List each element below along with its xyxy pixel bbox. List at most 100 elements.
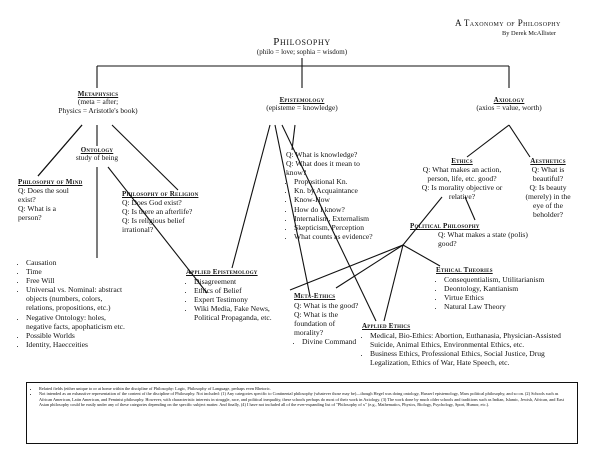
ethics-question-1: Q: What makes an action, bbox=[422, 165, 502, 174]
mind-question-2: exist? bbox=[18, 195, 36, 205]
applied-ethics-node: Applied Ethics Medical, Bio-Ethics: Abor… bbox=[362, 322, 576, 367]
aesthetics-title: Aesthetics bbox=[530, 157, 566, 165]
connector-epist-applied-ethics bbox=[281, 124, 377, 322]
aesthetics-question-2: beautiful? bbox=[532, 174, 564, 184]
footnotes-box: Related fields (either unique to or at h… bbox=[26, 382, 578, 444]
list-item: Virtue Ethics bbox=[444, 293, 576, 302]
list-item: Skepticism, Perception bbox=[294, 223, 386, 232]
religion-question-2: Q: Is there an afterlife? bbox=[122, 207, 193, 217]
footnote-item: Related fields (either unique to or at h… bbox=[39, 386, 571, 391]
list-item: Universal vs. Nominal: abstract objects … bbox=[26, 285, 130, 312]
political-philosophy-title: Political Philosophy bbox=[410, 222, 480, 230]
list-item: Disagreement bbox=[194, 277, 296, 286]
meta-ethics-question-4: morality? bbox=[294, 328, 324, 338]
connector-axiology-aesthetics bbox=[508, 124, 531, 158]
metaphysics-title: Metaphysics bbox=[77, 90, 119, 98]
list-item: Negative Ontology: holes, negative facts… bbox=[26, 313, 130, 331]
mind-question-4: person? bbox=[18, 213, 42, 223]
root-etymology: (philo = love; sophia = wisdom) bbox=[256, 48, 348, 56]
philosophy-of-religion-node: Philosophy of Religion Q: Does God exist… bbox=[122, 190, 198, 234]
meta-ethics-question-3: foundation of bbox=[294, 319, 336, 329]
applied-epistemology-node: Applied Epistemology Disagreement Ethics… bbox=[186, 268, 296, 323]
ethics-question-2: person, life, etc. good? bbox=[427, 174, 497, 184]
list-item: Identity, Haecceities bbox=[26, 340, 130, 349]
list-item: Deontology, Kantianism bbox=[444, 284, 576, 293]
philosophy-of-mind-node: Philosophy of Mind Q: Does the soul exis… bbox=[18, 178, 82, 222]
list-item: Kn. by Acquaintance bbox=[294, 186, 386, 195]
epist-question-2: Q: What does it mean to bbox=[286, 159, 360, 169]
connector-meta-religion bbox=[111, 124, 179, 191]
mind-question-3: Q: What is a bbox=[18, 204, 57, 214]
list-item: Wiki Media, Fake News, Political Propaga… bbox=[194, 304, 296, 322]
list-item: Medical, Bio-Ethics: Abortion, Euthanasi… bbox=[370, 331, 576, 349]
metaphysics-node: Metaphysics (meta = after; Physics = Ari… bbox=[48, 90, 148, 115]
aesthetics-question-6: beholder? bbox=[533, 210, 563, 220]
axiology-node: Axiology (axios = value, worth) bbox=[459, 96, 559, 113]
philosophy-of-religion-title: Philosophy of Religion bbox=[122, 190, 199, 198]
connector-hub-meta-ethics bbox=[335, 244, 404, 289]
philosophy-of-mind-title: Philosophy of Mind bbox=[18, 178, 83, 186]
epistemology-note: (episteme = knowledge) bbox=[266, 103, 338, 112]
ethics-question-3: Q: Is morality objective or bbox=[421, 183, 503, 193]
list-item: Expert Testimony bbox=[194, 295, 296, 304]
axiology-note: (axios = value, worth) bbox=[476, 103, 542, 112]
list-item: Causation bbox=[26, 258, 130, 267]
religion-question-3: Q: Is religious belief bbox=[122, 216, 185, 226]
applied-ethics-title: Applied Ethics bbox=[362, 322, 411, 330]
metaphysics-note-1: (meta = after; bbox=[77, 97, 119, 106]
axiology-title: Axiology bbox=[493, 96, 525, 104]
ethics-title: Ethics bbox=[451, 157, 473, 165]
connector-hub-applied-epist bbox=[289, 244, 404, 291]
political-question: Q: What makes a state (polis) good? bbox=[438, 230, 528, 249]
list-item: Consequentialism, Utilitarianism bbox=[444, 275, 576, 284]
ethical-theories-node: Ethical Theories Consequentialism, Utili… bbox=[436, 266, 576, 311]
metaphysics-note-2: Physics = Aristotle's book) bbox=[58, 105, 138, 115]
meta-ethics-node: Meta-Ethics Q: What is the good? Q: What… bbox=[294, 292, 374, 347]
mind-question-1: Q: Does the soul bbox=[18, 186, 69, 195]
ethical-theories-title: Ethical Theories bbox=[436, 266, 493, 274]
list-item: Free Will bbox=[26, 276, 130, 285]
diagram-title: A Taxonomy of Philosophy bbox=[455, 18, 561, 28]
meta-ethics-title: Meta-Ethics bbox=[294, 292, 336, 300]
epist-question-1: Q: What is knowledge? bbox=[286, 150, 358, 159]
epist-question-3: know? bbox=[286, 168, 307, 178]
ontology-node: Ontology study of being bbox=[62, 146, 132, 163]
aesthetics-question-5: eye of the bbox=[533, 201, 563, 211]
ontology-title: Ontology bbox=[80, 146, 114, 154]
list-item: Know-How bbox=[294, 195, 386, 204]
meta-ethics-question-1: Q: What is the good? bbox=[294, 301, 359, 311]
list-item: What counts as evidence? bbox=[294, 232, 386, 241]
aesthetics-question-1: Q: What is bbox=[531, 165, 565, 174]
connector-epist-meta-ethics bbox=[274, 124, 311, 297]
list-item: Natural Law Theory bbox=[444, 302, 576, 311]
aesthetics-question-4: (merely) in the bbox=[525, 192, 571, 202]
aesthetics-node: Aesthetics Q: What is beautiful? Q: Is b… bbox=[516, 157, 580, 220]
epistemology-topics: Q: What is knowledge? Q: What does it me… bbox=[286, 150, 386, 241]
ethics-node: Ethics Q: What makes an action, person, … bbox=[408, 157, 516, 201]
religion-question-1: Q: Does God exist? bbox=[122, 198, 182, 207]
connector-hub-ethical-theories bbox=[402, 244, 441, 267]
political-philosophy-node: Political Philosophy Q: What makes a sta… bbox=[410, 222, 540, 248]
list-item: Possible Worlds bbox=[26, 331, 130, 340]
list-item: Ethics of Belief bbox=[194, 286, 296, 295]
list-item: Time bbox=[26, 267, 130, 276]
aesthetics-question-3: Q: Is beauty bbox=[529, 183, 567, 193]
connector-epist-applied bbox=[231, 124, 271, 269]
footnote-item: Not intended as an exhaustive representa… bbox=[39, 391, 571, 407]
meta-ethics-question-2: Q: What is the bbox=[294, 310, 338, 320]
root-node: Philosophy (philo = love; sophia = wisdo… bbox=[252, 36, 352, 57]
list-item: Propositional Kn. bbox=[294, 177, 386, 186]
ethics-question-4: relative? bbox=[448, 192, 476, 202]
list-item: Internalism, Externalism bbox=[294, 214, 386, 223]
ontology-subtitle: study of being bbox=[75, 153, 119, 162]
diagram-author: By Derek McAllister bbox=[502, 30, 556, 37]
epistemology-node: Epistemology (episteme = knowledge) bbox=[252, 96, 352, 113]
epistemology-title: Epistemology bbox=[279, 96, 325, 104]
list-item: Business Ethics, Professional Ethics, So… bbox=[370, 349, 576, 367]
root-title: Philosophy bbox=[273, 36, 331, 48]
applied-epistemology-title: Applied Epistemology bbox=[186, 268, 258, 276]
ontology-topics-list: Causation Time Free Will Universal vs. N… bbox=[18, 258, 130, 349]
list-item: How do I know? bbox=[294, 205, 386, 214]
connector-ethics-political bbox=[464, 196, 476, 221]
